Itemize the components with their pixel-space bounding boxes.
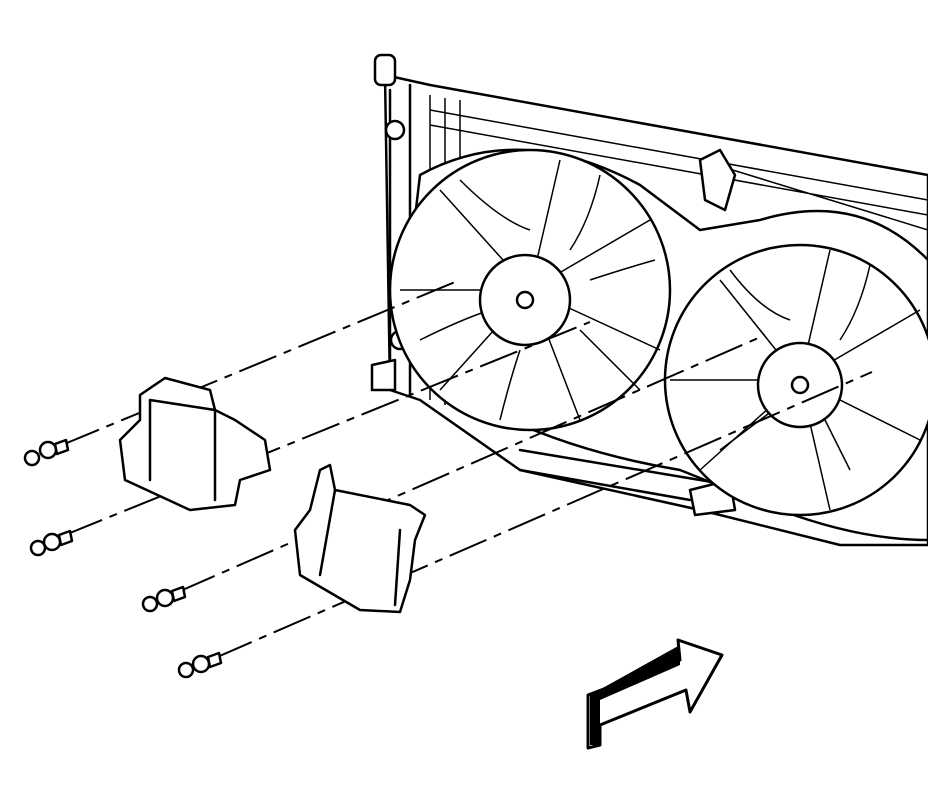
bolt (29, 529, 74, 557)
alignment-lines (61, 281, 873, 659)
left-cooling-fan (388, 148, 672, 432)
right-cooling-fan (663, 243, 928, 517)
lower-fan-bracket (293, 463, 427, 614)
bolt (177, 651, 223, 679)
bolt (141, 585, 187, 613)
bolt (23, 438, 70, 467)
front-of-vehicle-arrow-icon (586, 638, 724, 750)
radiator-bolt (384, 119, 406, 141)
radiator-cap-neck (373, 53, 397, 87)
upper-fan-bracket (118, 376, 272, 512)
shroud-clip (698, 148, 737, 212)
radiator-mount (370, 358, 397, 392)
bolts (23, 438, 223, 679)
